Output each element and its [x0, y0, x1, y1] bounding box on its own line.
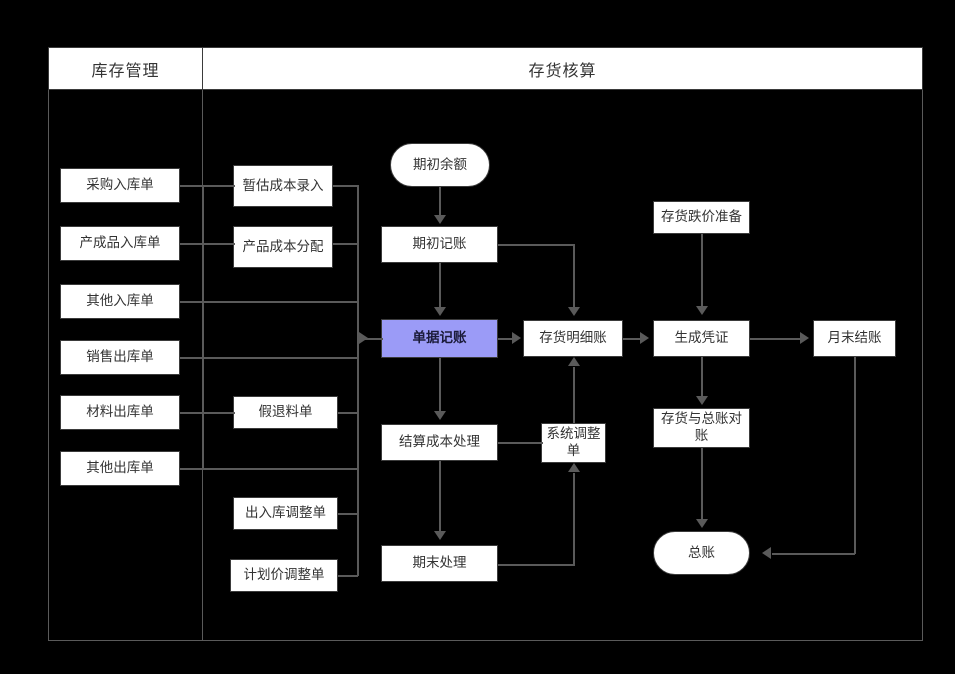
arrow-voucher-to-ledger: [512, 332, 521, 344]
node-inventory-writedown[interactable]: 存货跌价准备: [653, 201, 750, 234]
connector-writedown-down: [701, 234, 703, 308]
connector-other-receipt-to-bus: [180, 301, 358, 303]
connector-settle-cost-right: [498, 442, 543, 444]
arrow-writedown-to-generate-voucher: [696, 306, 708, 315]
node-settle-cost-processing[interactable]: 结算成本处理: [381, 424, 498, 461]
node-material-issue[interactable]: 材料出库单: [60, 395, 180, 430]
connector-left-rail: [202, 185, 204, 468]
arrow-to-inventory-gl-recon: [696, 396, 708, 405]
node-opening-balance[interactable]: 期初余额: [390, 143, 490, 187]
node-planned-price-adjust[interactable]: 计划价调整单: [230, 559, 338, 592]
connector-sales-issue-to-bus: [180, 357, 358, 359]
connector-ledger-to-generate-voucher: [623, 338, 641, 340]
node-system-adjustment[interactable]: 系统调整单: [541, 423, 606, 463]
node-voucher-posting[interactable]: 单据记账: [381, 319, 498, 358]
connector-opening-posting-down: [439, 263, 441, 309]
connector-period-end-elbow-up: [573, 473, 575, 564]
node-finished-goods-receipt[interactable]: 产成品入库单: [60, 226, 180, 261]
connector-generate-voucher-to-close: [750, 338, 802, 340]
node-estimated-cost-entry[interactable]: 暂估成本录入: [233, 165, 333, 207]
connector-opening-posting-right: [498, 244, 574, 246]
node-opening-posting[interactable]: 期初记账: [381, 226, 498, 263]
connector-other-issue-to-bus: [180, 468, 358, 470]
connector-purchase-receipt-out: [180, 185, 235, 187]
connector-estimated-cost-to-bus: [333, 185, 358, 187]
arrow-system-adjust-to-ledger: [568, 357, 580, 366]
connector-planned-price-to-bus: [338, 575, 358, 577]
node-month-end-close[interactable]: 月末结账: [813, 320, 896, 357]
node-other-issue[interactable]: 其他出库单: [60, 451, 180, 486]
connector-close-left: [772, 553, 855, 555]
arrow-close-to-general-ledger: [762, 547, 771, 559]
node-generate-voucher[interactable]: 生成凭证: [653, 320, 750, 357]
arrow-to-period-end: [434, 531, 446, 540]
connector-bus-to-voucher-posting: [357, 338, 383, 340]
node-inventory-gl-recon[interactable]: 存货与总账对账: [653, 408, 750, 448]
connector-close-down: [854, 357, 856, 554]
node-other-receipt[interactable]: 其他入库单: [60, 284, 180, 319]
node-inventory-ledger[interactable]: 存货明细账: [523, 320, 623, 357]
connector-bus-vertical: [357, 185, 359, 576]
arrow-ledger-to-generate-voucher: [640, 332, 649, 344]
connector-inout-adjust-to-bus: [338, 513, 358, 515]
connector-opening-posting-elbow-down: [573, 244, 575, 308]
arrow-recon-to-general-ledger: [696, 519, 708, 528]
arrow-period-end-to-system-adjust: [568, 463, 580, 472]
connector-generate-voucher-down: [701, 357, 703, 399]
connector-settle-cost-down: [439, 461, 441, 533]
node-sales-issue[interactable]: 销售出库单: [60, 340, 180, 375]
arrow-to-opening-posting: [434, 215, 446, 224]
arrow-generate-voucher-to-close: [800, 332, 809, 344]
node-product-cost-allocation[interactable]: 产品成本分配: [233, 226, 333, 268]
node-period-end-processing[interactable]: 期末处理: [381, 545, 498, 582]
connector-false-return-to-bus: [338, 412, 358, 414]
connector-material-issue-out: [180, 412, 235, 414]
header-inventory-management: 库存管理: [48, 47, 203, 90]
connector-voucher-down: [439, 358, 441, 413]
connector-voucher-to-ledger: [498, 338, 514, 340]
node-false-material-return[interactable]: 假退料单: [233, 396, 338, 429]
arrow-opening-posting-to-ledger: [568, 307, 580, 316]
node-inout-adjustment[interactable]: 出入库调整单: [233, 497, 338, 530]
connector-recon-down: [701, 448, 703, 521]
connector-period-end-right: [498, 564, 575, 566]
connector-product-cost-to-bus: [333, 243, 358, 245]
node-general-ledger[interactable]: 总账: [653, 531, 750, 575]
node-purchase-receipt[interactable]: 采购入库单: [60, 168, 180, 203]
connector-opening-balance-down: [439, 187, 441, 217]
arrow-to-voucher-posting: [434, 307, 446, 316]
connector-system-adjust-up: [573, 367, 575, 423]
header-inventory-accounting: 存货核算: [202, 47, 923, 90]
arrow-to-settle-cost: [434, 411, 446, 420]
connector-finished-goods-out: [180, 243, 235, 245]
